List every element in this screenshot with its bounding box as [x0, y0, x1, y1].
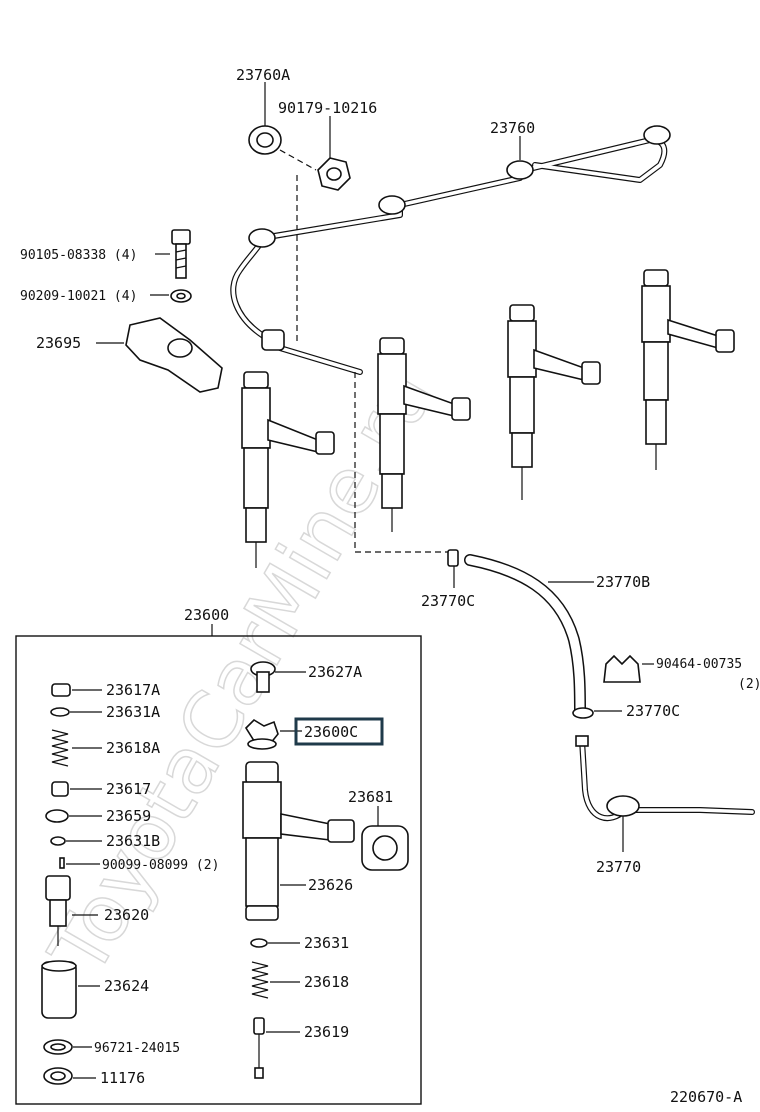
label-23770b: 23770B: [596, 573, 650, 591]
label-23695: 23695: [36, 334, 81, 352]
injector-3-icon: [507, 304, 601, 500]
gasket-96721-icon: [43, 1039, 73, 1055]
label-23631: 23631: [304, 934, 349, 952]
label-96721-24015: 96721-24015: [94, 1041, 180, 1056]
label-23600: 23600: [184, 606, 229, 624]
washer-23760a-icon: [248, 125, 282, 155]
kit-box-frame: [15, 635, 422, 1105]
label-11176: 11176: [100, 1069, 145, 1087]
part-23600c-icon: [244, 718, 279, 750]
return-pipe-23770: [575, 735, 755, 822]
part-23617-icon: [51, 781, 69, 797]
spring-23618-icon: [251, 961, 269, 999]
label-23626: 23626: [308, 876, 353, 894]
label-clip-qty: (2): [738, 677, 760, 692]
label-23631b: 23631B: [106, 832, 160, 850]
label-90179-10216: 90179-10216: [278, 99, 377, 117]
label-23600c: 23600C: [304, 723, 358, 741]
label-23770c-lower: 23770C: [626, 702, 680, 720]
label-23659: 23659: [106, 807, 151, 825]
part-23631a-icon: [50, 707, 70, 717]
label-90105-08338: 90105-08338 (4): [20, 248, 137, 263]
highlight-box-23600c: [294, 717, 384, 746]
label-23624: 23624: [104, 977, 149, 995]
label-23618: 23618: [304, 973, 349, 991]
return-hose-23770b: [464, 554, 586, 718]
hose-clip-lower-icon: [572, 707, 594, 719]
nozzle-23620-icon: [45, 875, 71, 946]
injector-4-icon: [641, 269, 735, 470]
label-90464-00735: 90464-00735: [656, 657, 742, 672]
injector-2-icon: [377, 337, 471, 532]
label-23681: 23681: [348, 788, 393, 806]
boot-23681-icon: [361, 825, 409, 871]
pin-90099-icon: [59, 857, 65, 869]
label-90099-08099: 90099-08099 (2): [102, 858, 219, 873]
label-23619: 23619: [304, 1023, 349, 1041]
seal-11176-icon: [43, 1067, 73, 1085]
label-23617: 23617: [106, 780, 151, 798]
injector-body-23626-icon: [242, 761, 355, 921]
nozzle-clamp-23695-icon: [125, 317, 223, 393]
injector-1-icon: [241, 371, 335, 568]
label-23770: 23770: [596, 858, 641, 876]
push-rod-23619-icon: [253, 1017, 265, 1079]
bolt-90105-icon: [171, 229, 191, 279]
label-23618a: 23618A: [106, 739, 160, 757]
label-23631a: 23631A: [106, 703, 160, 721]
part-23659-icon: [45, 809, 69, 823]
spring-23618a-icon: [51, 729, 69, 767]
label-23620: 23620: [104, 906, 149, 924]
pipe-clip-90464-icon: [603, 654, 641, 683]
diagram-code: 220670-A: [670, 1088, 742, 1106]
label-90209-10021: 90209-10021 (4): [20, 289, 137, 304]
part-23627a-icon: [250, 661, 276, 693]
hose-clip-upper-icon: [447, 549, 459, 567]
part-23617a-icon: [51, 683, 71, 697]
label-23617a: 23617A: [106, 681, 160, 699]
label-23770c-upper: 23770C: [421, 592, 475, 610]
retaining-nut-23624-icon: [41, 960, 77, 1019]
injection-pipe-23760: [230, 125, 671, 375]
label-23627a: 23627A: [308, 663, 362, 681]
part-23631b-icon: [50, 836, 66, 846]
nut-90179-icon: [317, 157, 351, 191]
washer-23631-icon: [250, 938, 268, 948]
washer-90209-icon: [170, 289, 192, 303]
label-23760: 23760: [490, 119, 535, 137]
label-23760a: 23760A: [236, 66, 290, 84]
